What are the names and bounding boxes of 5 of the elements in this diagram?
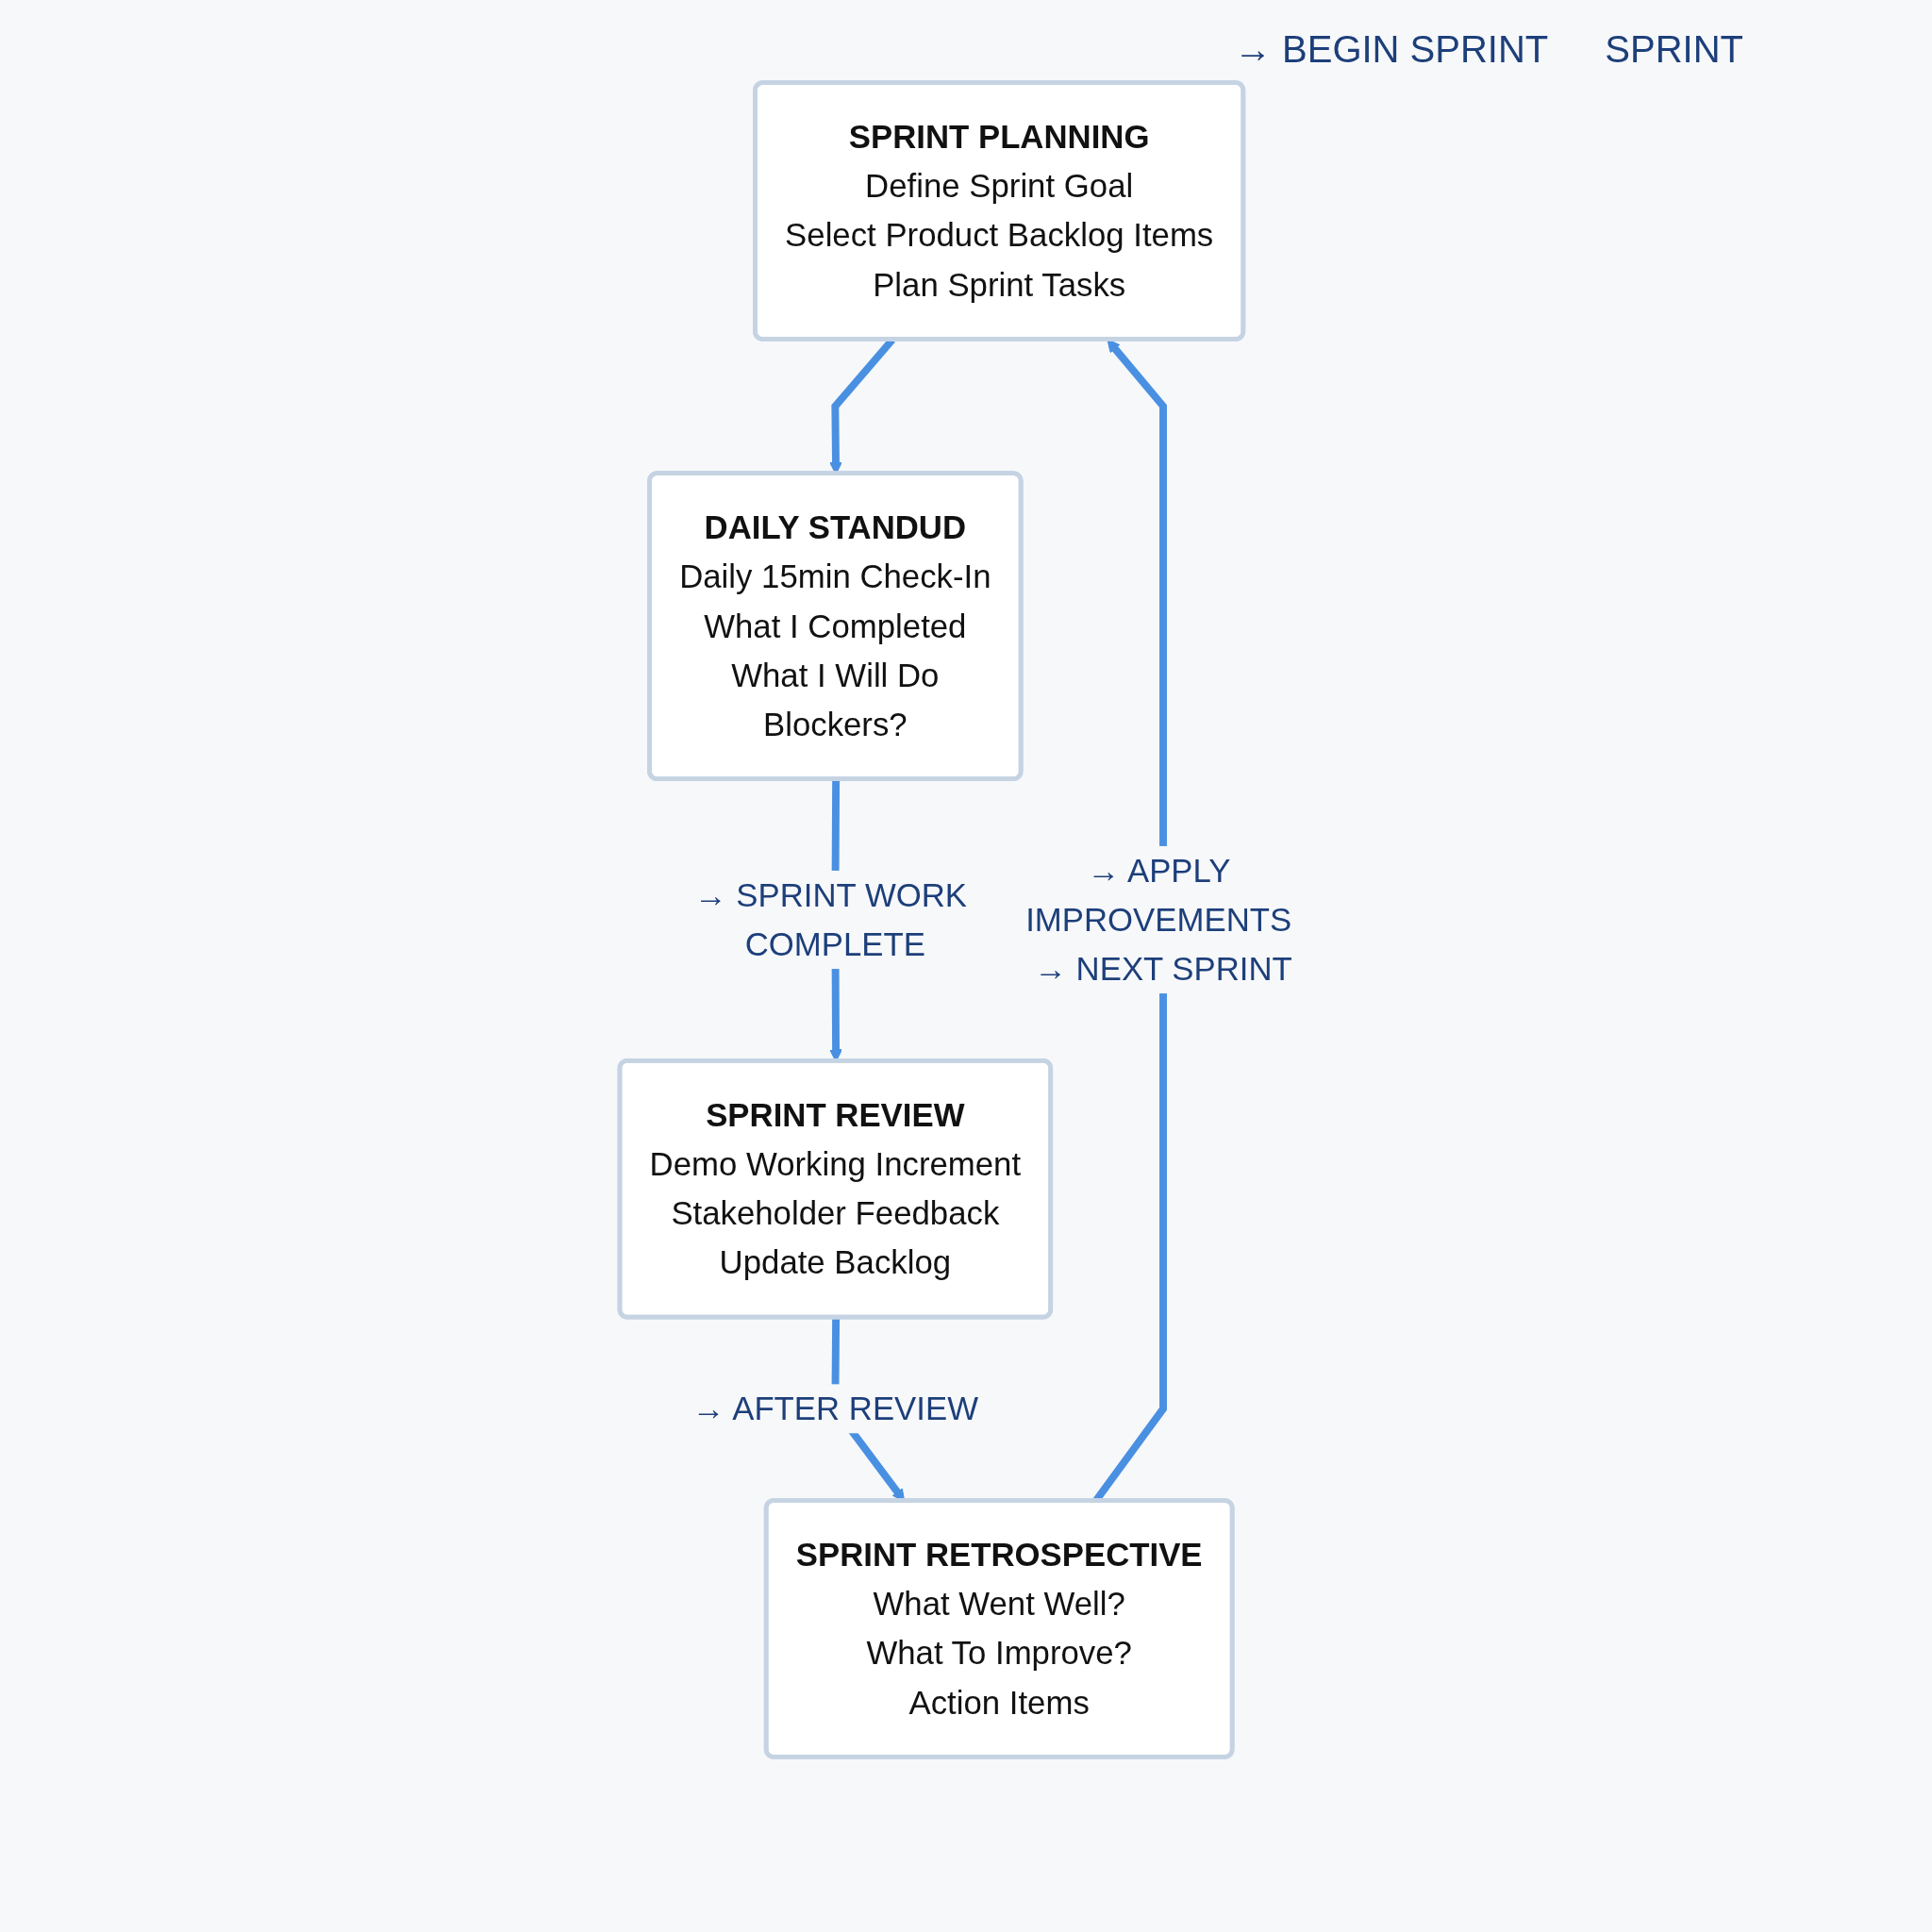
flow-note: → BEGIN SPRINT: [1233, 28, 1549, 71]
flow-note: SPRINT: [1605, 28, 1743, 71]
edge-label: → APPLY IMPROVEMENTS → NEXT SPRINT: [1025, 852, 1292, 988]
edge-label: → AFTER REVIEW: [691, 1390, 978, 1428]
edge-label: → SPRINT WORK COMPLETE: [693, 876, 968, 963]
